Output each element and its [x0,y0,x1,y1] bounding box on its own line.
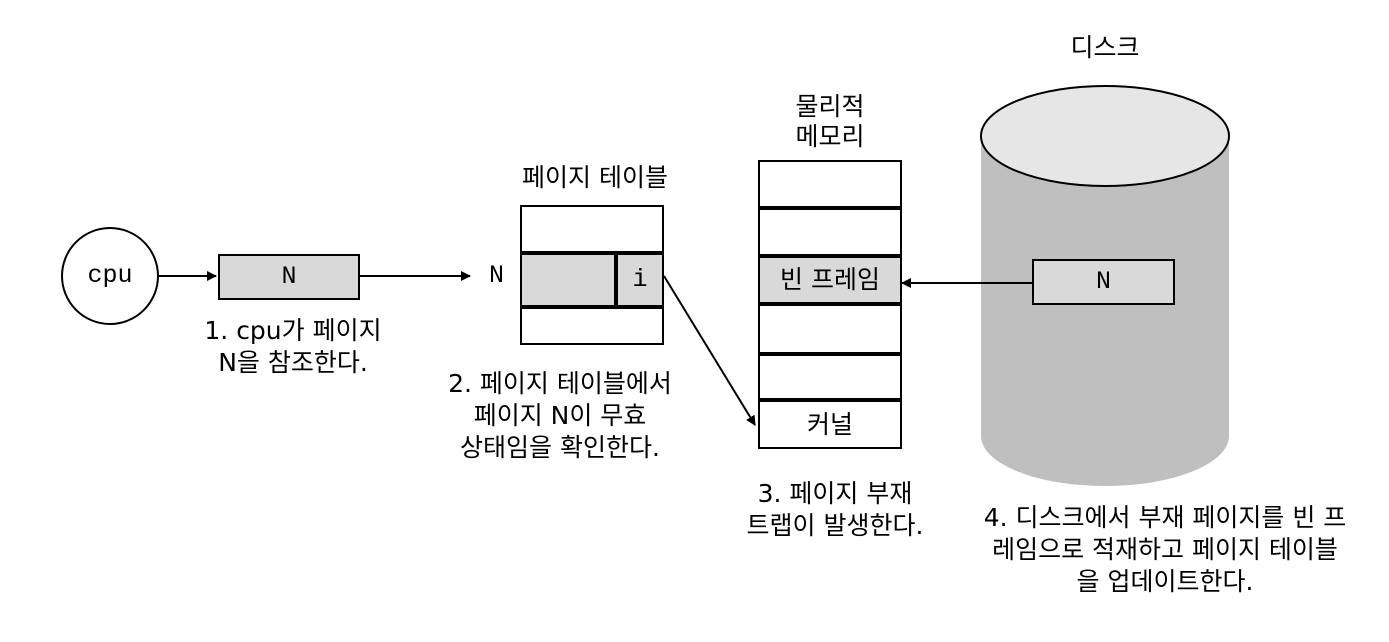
step-3-line2: 트랩이 발생한다. [746,511,924,540]
frame-divider [760,352,900,356]
frame-divider [760,398,900,402]
step-4-line2: 레임으로 적재하고 페이지 테이블 [992,535,1338,564]
step-1-caption: 1. cpu가 페이지 N을 참조한다. [178,315,408,379]
step-2-caption: 2. 페이지 테이블에서 페이지 N이 무효 상태임을 확인한다. [420,368,700,464]
page-table-title: 페이지 테이블 [522,163,668,192]
free-frame: 빈 프레임 [760,258,900,302]
step-3-caption: 3. 페이지 부재 트랩이 발생한다. [720,478,950,542]
page-number-label: N [281,262,297,291]
disk-page-box: N [1032,259,1175,305]
frame-number-cell [522,255,618,305]
page-table-row-label: N [489,261,505,290]
step-4-caption: 4. 디스크에서 부재 페이지를 빈 프 레임으로 적재하고 페이지 테이블 을… [955,502,1375,598]
step-2-line1: 2. 페이지 테이블에서 [448,369,672,398]
disk-title: 디스크 [1070,33,1140,62]
step-1-line1: 1. cpu가 페이지 [204,316,382,345]
frame-slot [760,254,900,258]
free-frame-label: 빈 프레임 [780,265,880,294]
page-table: i [520,205,664,345]
frame-slot [760,206,900,210]
physical-memory: 빈 프레임 커널 [758,160,902,449]
physical-memory-title-line2: 메모리 [795,122,865,151]
step-2-line2: 페이지 N이 무효 [473,401,647,430]
step-4-line1: 4. 디스크에서 부재 페이지를 빈 프 [983,503,1347,532]
valid-invalid-bit: i [632,265,648,294]
frame-divider [760,302,900,306]
page-table-entry-n: i [522,251,662,309]
cpu-label: cpu [87,261,133,290]
arrow-table-to-kernel [663,275,756,426]
disk-page-label: N [1095,267,1111,296]
kernel-label: 커널 [806,409,853,439]
physical-memory-title-line1: 물리적 [795,92,865,121]
step-1-line2: N을 참조한다. [218,348,368,377]
step-2-line3: 상태임을 확인한다. [460,433,660,462]
step-3-line1: 3. 페이지 부재 [757,479,913,508]
page-number-box: N [218,254,360,300]
frame-slot [760,162,900,206]
step-4-line3: 을 업데이트한다. [1076,567,1254,596]
disk-cylinder [980,85,1230,486]
kernel-frame: 커널 [760,402,900,447]
